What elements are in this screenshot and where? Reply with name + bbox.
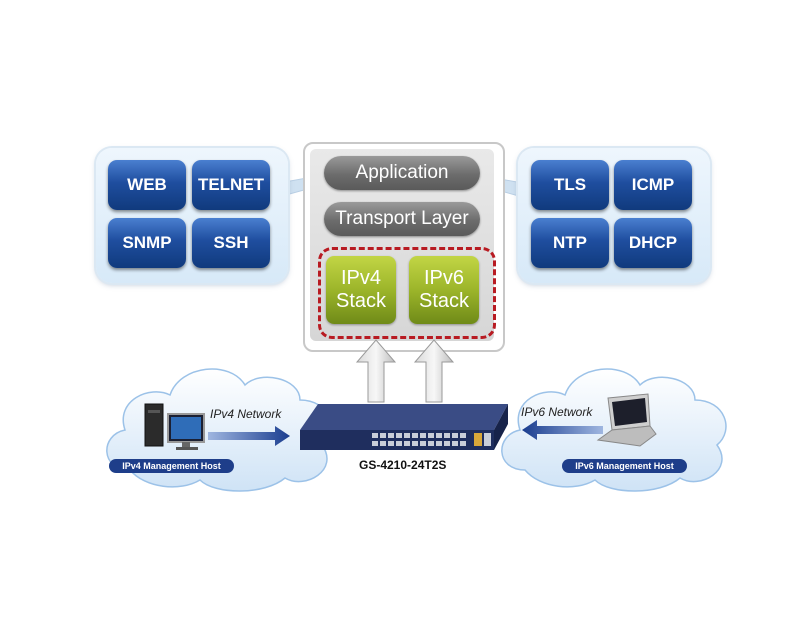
- telnet-button: TELNET: [192, 160, 270, 210]
- ipv4-network-arrow: [208, 426, 290, 446]
- ipv6-network-arrow: [522, 420, 603, 440]
- ipv4-stack-line1: IPv4: [340, 267, 382, 289]
- icmp-button: ICMP: [614, 160, 692, 210]
- ip-stack-group-border: [318, 247, 496, 339]
- ipv6-stack-line1: IPv6: [423, 267, 465, 289]
- ipv4-management-host-label: IPv4 Management Host: [109, 459, 234, 473]
- switch-device: [300, 404, 508, 450]
- ntp-button: NTP: [531, 218, 609, 268]
- tls-button: TLS: [531, 160, 609, 210]
- ipv6-network-label: IPv6 Network: [521, 405, 593, 419]
- ssh-button: SSH: [192, 218, 270, 268]
- dhcp-button: DHCP: [614, 218, 692, 268]
- ipv4-network-label: IPv4 Network: [210, 407, 282, 421]
- ipv6-management-host-label: IPv6 Management Host: [562, 459, 687, 473]
- snmp-button: SNMP: [108, 218, 186, 268]
- ipv6-stack-line2: Stack: [418, 290, 470, 312]
- ipv4-stack-line2: Stack: [335, 290, 387, 312]
- ipv4-stack: IPv4 Stack: [326, 256, 396, 324]
- transport-layer: Transport Layer: [324, 202, 480, 236]
- application-layer: Application: [324, 156, 480, 190]
- desktop-computer-icon: [144, 403, 205, 450]
- switch-model-label: GS-4210-24T2S: [359, 458, 447, 472]
- laptop-icon: [596, 393, 657, 447]
- ipv6-stack: IPv6 Stack: [409, 256, 479, 324]
- web-button: WEB: [108, 160, 186, 210]
